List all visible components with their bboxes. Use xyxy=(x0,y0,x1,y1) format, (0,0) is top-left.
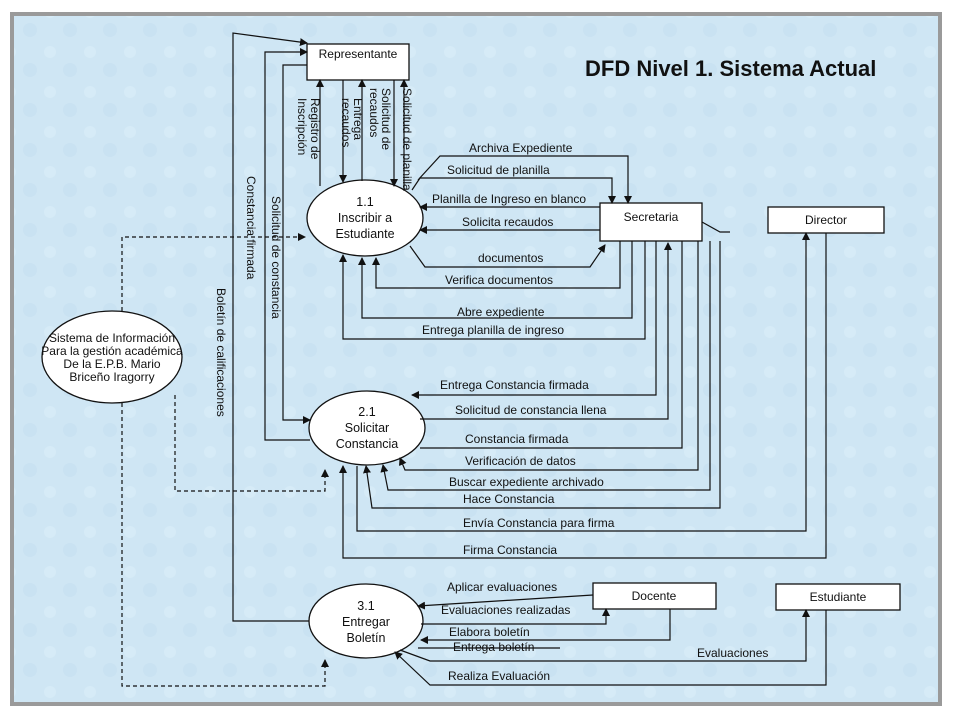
edge-boletin-calificaciones xyxy=(232,32,309,622)
label-entrega-recaudos-v2: recaudos xyxy=(339,98,353,147)
label-entrega-boletin: Entrega boletín xyxy=(453,640,534,654)
system-line-3: De la E.P.B. Mario xyxy=(63,357,160,371)
label-registro-inscripcion-v2: Inscripción xyxy=(295,98,309,155)
label-solicitud-constancia-llena: Solicitud de constancia llena xyxy=(455,403,607,417)
process-2-1-line-1: Solicitar xyxy=(345,421,389,435)
edge-elabora-boletin xyxy=(420,609,671,644)
label-constancia-firmada-v: Constancia firmada xyxy=(244,176,258,280)
label-buscar-expediente: Buscar expediente archivado xyxy=(449,475,604,489)
label-documentos: documentos xyxy=(478,251,543,265)
edge-entrega-planilla xyxy=(339,241,646,340)
edge-constancia-firmada xyxy=(420,241,683,449)
flow-labels: Solicitud de planilla Solicitud de recau… xyxy=(214,88,768,683)
edge-archiva-expediente xyxy=(417,155,632,204)
process-1-1: 1.1 Inscribir a Estudiante xyxy=(306,179,424,257)
entity-director-label: Director xyxy=(805,213,847,227)
edge-entrega-constancia-firmada xyxy=(411,241,657,399)
entity-estudiante: Estudiante xyxy=(775,583,901,611)
label-realiza-evaluacion: Realiza Evaluación xyxy=(448,669,550,683)
edge-system-to-p1 xyxy=(121,233,306,311)
label-solicitud-planilla-v: Solicitud de planilla xyxy=(400,88,414,191)
diagram-title: DFD Nivel 1. Sistema Actual xyxy=(585,56,876,81)
entity-estudiante-label: Estudiante xyxy=(810,590,867,604)
edge-envia-constancia xyxy=(356,232,810,532)
edge-evaluaciones xyxy=(399,609,810,662)
process-1-1-number: 1.1 xyxy=(356,195,373,209)
label-abre-expediente: Abre expediente xyxy=(457,305,545,319)
system-line-1: Sistema de Información xyxy=(49,331,175,345)
label-solicita-recaudos: Solicita recaudos xyxy=(462,215,553,229)
system-line-2: Para la gestión académica xyxy=(41,344,183,358)
edges xyxy=(121,32,827,687)
label-evaluaciones-realizadas: Evaluaciones realizadas xyxy=(441,603,570,617)
entity-secretaria-label: Secretaria xyxy=(624,210,679,224)
process-3-1-line-2: Boletín xyxy=(347,631,386,645)
label-archiva-expediente: Archiva Expediente xyxy=(469,141,573,155)
edge-firma-constancia xyxy=(339,233,827,559)
edge-system-to-p2 xyxy=(174,395,329,492)
label-entrega-recaudos-v1: Entrega xyxy=(351,98,365,140)
edge-constancia-firmada-rep xyxy=(264,48,310,441)
process-2-1-line-2: Constancia xyxy=(336,437,399,451)
edge-aplicar-evaluaciones xyxy=(417,594,594,610)
edge-buscar-expediente xyxy=(380,241,711,491)
edge-documentos xyxy=(409,244,606,268)
process-3-1-line-1: Entregar xyxy=(342,615,390,629)
edge-hace-constancia xyxy=(363,241,721,509)
process-3-1: 3.1 Entregar Boletín xyxy=(308,583,424,659)
label-solicitud-planilla: Solicitud de planilla xyxy=(447,163,550,177)
process-2-1: 2.1 Solicitar Constancia xyxy=(308,390,426,466)
label-entrega-constancia-firmada: Entrega Constancia firmada xyxy=(440,378,589,392)
entity-secretaria: Secretaria xyxy=(599,202,703,242)
label-solicitud-constancia-v: Solicitud de constancia xyxy=(269,196,283,319)
edge-abre-expediente xyxy=(358,241,633,319)
label-envia-constancia: Envía Constancia para firma xyxy=(463,516,615,530)
entity-representante: Representante xyxy=(306,43,410,81)
entity-docente-label: Docente xyxy=(632,589,677,603)
edge-system-to-p3 xyxy=(121,403,329,687)
label-solicitud-recaudos-v2: recaudos xyxy=(367,88,381,137)
label-elabora-boletin: Elabora boletín xyxy=(449,625,530,639)
label-boletin-calificaciones-v: Boletín de calificaciones xyxy=(214,288,228,417)
process-1-1-line-2: Estudiante xyxy=(335,227,394,241)
edge-realiza-evaluacion xyxy=(394,610,827,686)
label-registro-inscripcion-v1: Registro de xyxy=(308,98,322,160)
label-entrega-planilla: Entrega planilla de ingreso xyxy=(422,323,564,337)
label-planilla-blanco: Planilla de Ingreso en blanco xyxy=(432,192,586,206)
label-aplicar-evaluaciones: Aplicar evaluaciones xyxy=(447,580,557,594)
label-evaluaciones: Evaluaciones xyxy=(697,646,768,660)
edge-verificacion-datos xyxy=(399,241,699,471)
entity-director: Director xyxy=(767,206,885,234)
edge-solicitud-planilla xyxy=(411,177,616,204)
label-verificacion-datos: Verificación de datos xyxy=(465,454,576,468)
label-hace-constancia: Hace Constancia xyxy=(463,492,555,506)
label-verifica-documentos: Verifica documentos xyxy=(445,273,553,287)
label-constancia-firmada: Constancia firmada xyxy=(465,432,569,446)
system-line-4: Briceño Iragorry xyxy=(69,370,154,384)
entity-representante-label: Representante xyxy=(319,47,398,61)
process-1-1-line-1: Inscribir a xyxy=(338,211,392,225)
process-3-1-number: 3.1 xyxy=(357,599,374,613)
system-node: Sistema de Información Para la gestión a… xyxy=(41,310,183,404)
edge-secretaria-right-connector xyxy=(701,221,730,233)
entity-docente: Docente xyxy=(592,582,717,610)
edge-solicitud-constancia-llena xyxy=(420,242,672,420)
process-2-1-number: 2.1 xyxy=(358,405,375,419)
edge-solicitud-constancia xyxy=(282,64,311,424)
edge-verifica-documentos xyxy=(372,241,621,289)
label-firma-constancia: Firma Constancia xyxy=(463,543,557,557)
label-solicitud-recaudos-v1: Solicitud de xyxy=(379,88,393,150)
edge-evaluaciones-realizadas xyxy=(421,608,610,625)
